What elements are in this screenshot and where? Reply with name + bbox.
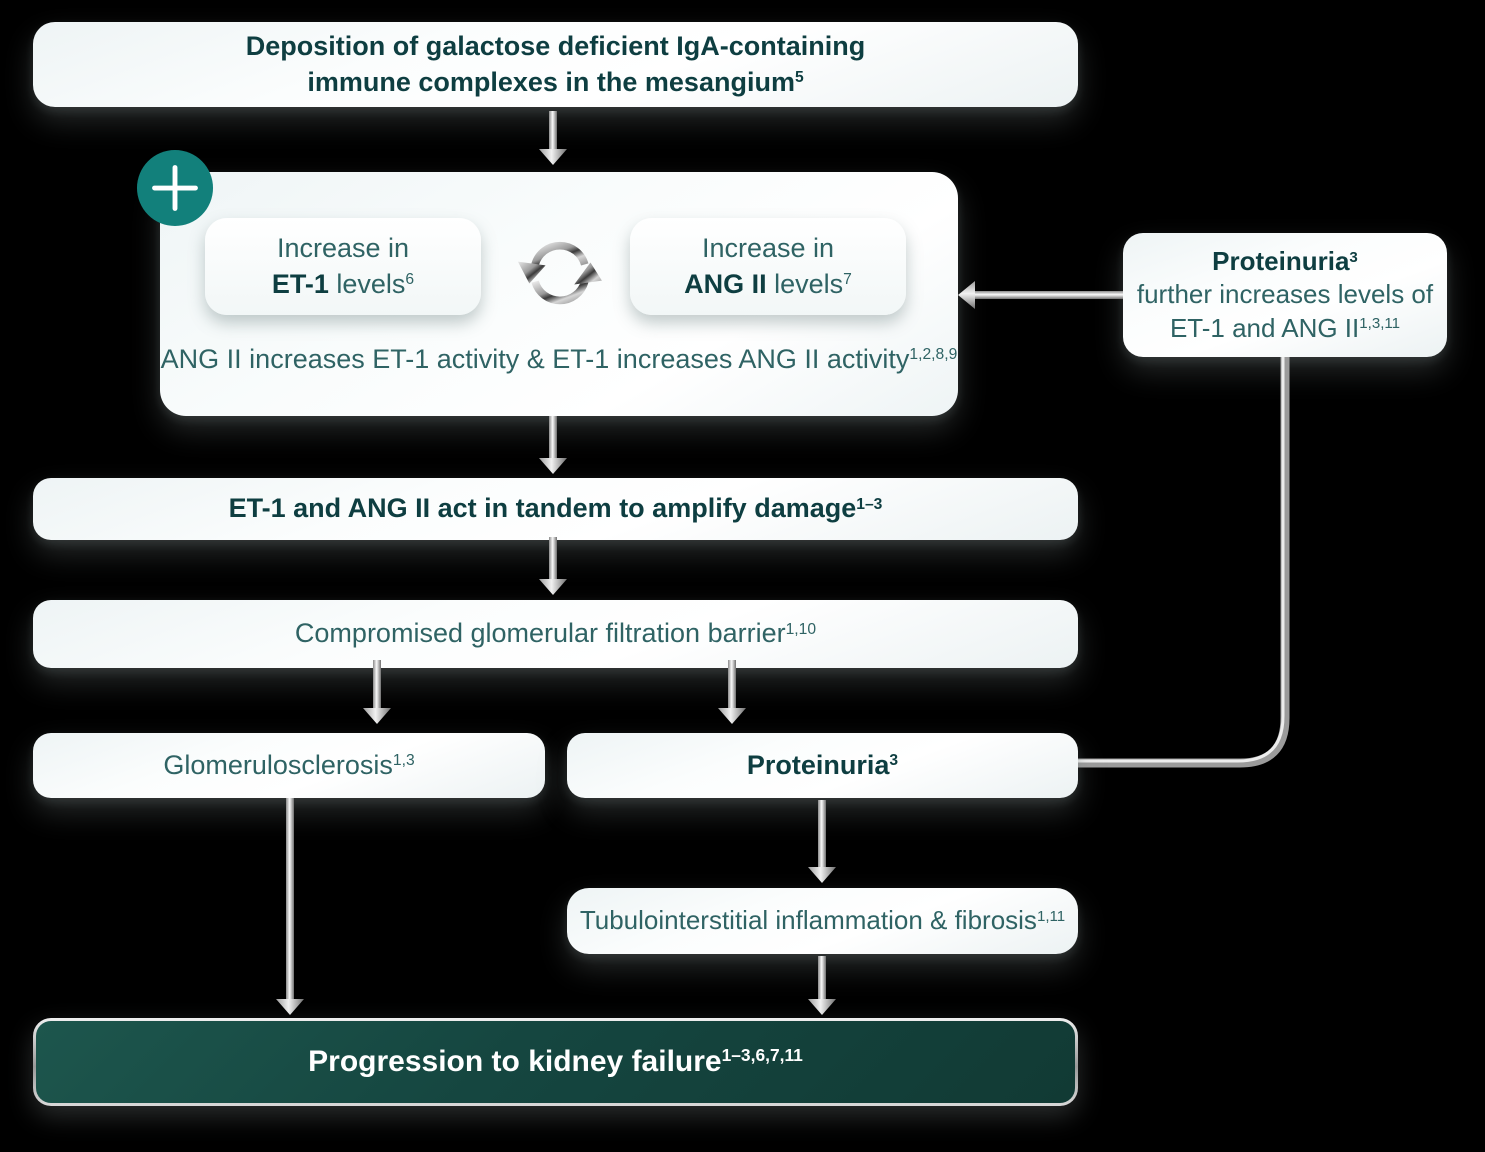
- tubulointerstitial-label: Tubulointerstitial inflammation & fibros…: [579, 905, 1037, 936]
- arrow-shaft: [818, 800, 826, 869]
- node-proteinuria: Proteinuria3: [567, 733, 1078, 798]
- plus-glyph: [152, 165, 198, 211]
- node-deposition: Deposition of galactose deficient IgA-co…: [33, 22, 1078, 107]
- glomerulosclerosis-label: Glomerulosclerosis: [163, 749, 393, 780]
- proteinuria-feedback-line2-text: further increases levels of: [1136, 279, 1434, 310]
- barrier-label: Compromised glomerular filtration barrie…: [294, 618, 786, 649]
- tubulointerstitial-text: Tubulointerstitial inflammation & fibros…: [580, 904, 1065, 938]
- arrow-shaft: [818, 956, 826, 1001]
- node-proteinuria-feedback: Proteinuria3 further increases levels of…: [1123, 233, 1447, 357]
- increase-ang2-superscript: 7: [843, 270, 852, 288]
- connector-base-line: [1060, 357, 1290, 768]
- increase-et1-intro: Increase in: [276, 233, 410, 264]
- increase-et1-superscript: 6: [405, 270, 415, 288]
- arrow-shaft: [549, 537, 557, 581]
- increase-ang2-line1: Increase in: [684, 231, 852, 266]
- arrow-head-icon: [539, 458, 567, 474]
- arrow-head-icon: [276, 999, 304, 1015]
- arrow-head-icon: [718, 708, 746, 724]
- cycle-caption-text: ANG II increases ET-1 activity & ET-1 in…: [160, 344, 910, 374]
- connector-highlight-line: [1060, 357, 1285, 763]
- arrow-shaft: [728, 660, 736, 710]
- proteinuria-feedback-text: Proteinuria3 further increases levels of…: [1137, 245, 1433, 345]
- arrow-head-icon: [539, 149, 567, 165]
- proteinuria-feedback-line2: further increases levels of: [1137, 278, 1433, 311]
- deposition-reference-superscript: 5: [794, 68, 804, 86]
- arrow-barrier-to-proteinuria-icon: [718, 660, 746, 724]
- arrow-tandem-to-barrier-icon: [539, 537, 567, 595]
- plus-icon[interactable]: [136, 149, 214, 227]
- tandem-text: ET-1 and ANG II act in tandem to amplify…: [229, 491, 883, 526]
- tubulointerstitial-superscript: 1,11: [1036, 907, 1066, 925]
- increase-et1-text: Increase in ET-1 levels6: [272, 231, 414, 301]
- arrow-head-icon: [808, 867, 836, 883]
- node-increase-et1: Increase in ET-1 levels6: [205, 218, 481, 315]
- arrow-head-icon: [363, 708, 391, 724]
- increase-ang2-rest: levels: [766, 268, 844, 299]
- arrow-feedback-to-cycle-icon: [958, 281, 1123, 309]
- proteinuria-feedback-term: Proteinuria: [1212, 246, 1350, 277]
- cycle-caption: ANG II increases ET-1 activity & ET-1 in…: [160, 344, 958, 375]
- cycle-caption-superscript: 1,2,8,9: [909, 346, 958, 364]
- cycle-bottom-arc: [531, 280, 589, 305]
- tandem-superscript: 1–3: [856, 495, 883, 513]
- kidney-failure-text: Progression to kidney failure1–3,6,7,11: [308, 1045, 803, 1079]
- proteinuria-text: Proteinuria3: [747, 748, 898, 783]
- kidney-failure-label: Progression to kidney failure: [308, 1045, 722, 1078]
- arrow-head-icon: [808, 999, 836, 1015]
- arrow-shaft: [373, 660, 381, 710]
- increase-ang2-line2: ANG II levels7: [684, 267, 852, 302]
- arrow-head-icon: [958, 281, 975, 309]
- kidney-failure-superscript: 1–3,6,7,11: [721, 1045, 803, 1066]
- node-kidney-failure: Progression to kidney failure1–3,6,7,11: [36, 1021, 1075, 1103]
- glomerulosclerosis-superscript: 1,3: [392, 752, 415, 770]
- cycle-right-arrowhead: [574, 262, 602, 285]
- connector-proteinuria-feedback-line: [1060, 357, 1290, 768]
- arrow-cycle-to-tandem-icon: [539, 416, 567, 474]
- glomerulosclerosis-text: Glomerulosclerosis1,3: [163, 748, 414, 783]
- increase-et1-term: ET-1: [271, 268, 329, 299]
- deposition-label: Deposition of galactose deficient IgA-co…: [245, 31, 866, 97]
- arrow-proteinuria-to-tubulo-icon: [808, 800, 836, 883]
- arrow-shaft: [286, 798, 294, 1001]
- arrow-tubulo-to-failure-icon: [808, 956, 836, 1015]
- arrow-shaft: [972, 291, 1123, 299]
- barrier-text: Compromised glomerular filtration barrie…: [295, 616, 816, 651]
- arrow-shaft: [549, 111, 557, 151]
- arrow-barrier-to-glomerulosclerosis-icon: [363, 660, 391, 724]
- increase-et1-line2: ET-1 levels6: [272, 267, 414, 302]
- proteinuria-feedback-line3: ET-1 and ANG II1,3,11: [1137, 312, 1433, 345]
- tandem-label: ET-1 and ANG II act in tandem to amplify…: [228, 493, 857, 524]
- node-deposition-text: Deposition of galactose deficient IgA-co…: [196, 29, 916, 99]
- barrier-superscript: 1,10: [785, 620, 817, 638]
- proteinuria-feedback-superscript: 1,3,11: [1359, 315, 1401, 333]
- cycle-arrows-icon: [517, 241, 602, 305]
- proteinuria-feedback-title: Proteinuria3: [1137, 245, 1433, 278]
- cycle-left-arrowhead: [517, 261, 546, 284]
- node-increase-ang2: Increase in ANG II levels7: [630, 218, 906, 315]
- node-tubulointerstitial: Tubulointerstitial inflammation & fibros…: [567, 888, 1078, 954]
- proteinuria-superscript: 3: [889, 752, 899, 770]
- arrow-head-icon: [539, 579, 567, 595]
- arrow-shaft: [549, 416, 557, 460]
- proteinuria-label: Proteinuria: [746, 749, 890, 780]
- proteinuria-feedback-line3-text: ET-1 and ANG II: [1169, 312, 1360, 343]
- arrow-deposition-to-cycle-icon: [539, 111, 567, 165]
- node-glomerulosclerosis: Glomerulosclerosis1,3: [33, 733, 545, 798]
- arrow-glomerulosclerosis-to-failure-icon: [276, 798, 304, 1015]
- node-filtration-barrier: Compromised glomerular filtration barrie…: [33, 600, 1078, 668]
- increase-et1-line1: Increase in: [272, 231, 414, 266]
- increase-ang2-text: Increase in ANG II levels7: [684, 231, 852, 301]
- increase-ang2-intro: Increase in: [701, 233, 835, 264]
- increase-et1-rest: levels: [328, 268, 406, 299]
- proteinuria-feedback-title-superscript: 3: [1349, 248, 1358, 266]
- cycle-top-arc: [531, 241, 589, 266]
- increase-ang2-term: ANG II: [684, 268, 767, 299]
- node-tandem-damage: ET-1 and ANG II act in tandem to amplify…: [33, 478, 1078, 540]
- node-kidney-failure-frame: Progression to kidney failure1–3,6,7,11: [33, 1018, 1078, 1106]
